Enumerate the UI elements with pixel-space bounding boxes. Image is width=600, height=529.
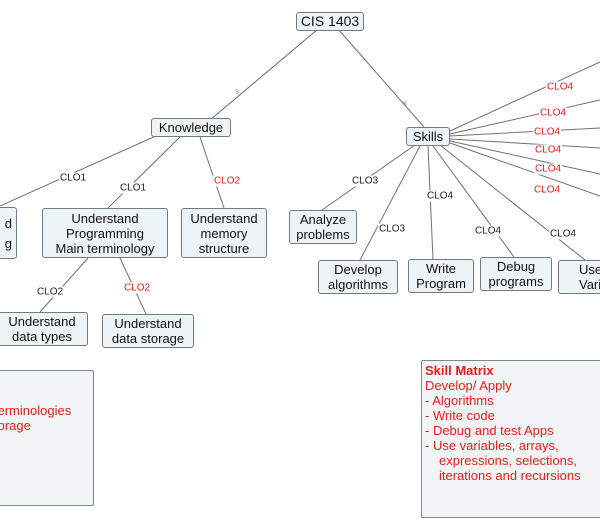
skill-matrix-line-1: Develop/ Apply	[425, 378, 512, 393]
node-terminology-line-1: Understand	[71, 210, 139, 226]
skill-matrix-line-6: expressions, selections,	[439, 453, 578, 468]
link-label-right-4: CLO4	[533, 144, 563, 156]
knowledge-panel-line-1: Terminologies	[0, 403, 72, 418]
edge-skills-right-4	[449, 138, 600, 149]
node-knowledge-label: Knowledge	[158, 120, 224, 135]
node-terminology-line-3: Main terminology	[55, 240, 155, 256]
node-understand-data-storage[interactable]: Understand data storage	[102, 314, 194, 348]
node-debug-programs[interactable]: Debug programs	[480, 257, 552, 291]
node-skills-label: Skills	[412, 129, 444, 144]
edge-skills-use	[439, 144, 586, 261]
skill-matrix-line-5: - Use variables, arrays,	[425, 438, 559, 453]
knowledge-panel-line-2: torage	[0, 418, 31, 433]
node-skills[interactable]: Skills	[406, 127, 450, 146]
node-understand-terminology[interactable]: Understand Programming Main terminology	[42, 208, 168, 258]
edge-mark-root-skills: s	[403, 100, 407, 108]
link-label-knowledge-left: CLO1	[58, 172, 88, 184]
link-label-analyze: CLO3	[350, 175, 380, 187]
skill-matrix-title: Skill Matrix	[425, 363, 494, 378]
edge-knowledge-terminology	[107, 136, 181, 209]
node-analyze-problems[interactable]: Analyze problems	[289, 210, 357, 244]
node-root-label: CIS 1403	[300, 13, 360, 29]
link-label-right-6: CLO4	[532, 184, 562, 196]
node-develop-line-2: algorithms	[328, 277, 388, 292]
node-memory-line-3: structure	[198, 240, 250, 256]
node-develop-line-1: Develop	[334, 262, 382, 277]
node-data-storage-line-2: data storage	[111, 331, 185, 346]
edge-terminology-types	[39, 257, 89, 313]
node-debug-line-2: programs	[488, 274, 544, 289]
node-use-line-1: Use	[579, 262, 600, 277]
link-label-right-3: CLO4	[532, 126, 562, 138]
node-use-variables[interactable]: Use Variab	[558, 260, 600, 294]
node-analyze-line-1: Analyze	[299, 212, 347, 227]
link-label-right-2: CLO4	[538, 107, 568, 119]
node-data-types-line-1: Understand	[8, 314, 76, 329]
link-label-write: CLO4	[425, 190, 455, 202]
node-knowledge[interactable]: Knowledge	[151, 118, 231, 137]
node-knowledge-left-line-1: d	[4, 215, 12, 231]
edge-skills-right-2	[449, 99, 600, 135]
edge-skills-write	[427, 145, 434, 260]
node-use-line-2: Variab	[579, 277, 600, 292]
node-knowledge-left-line-2: g	[4, 235, 12, 251]
link-label-knowledge-terminology: CLO1	[118, 182, 148, 194]
skill-matrix-panel[interactable]: Skill Matrix Develop/ Apply - Algorithms…	[421, 360, 600, 518]
link-label-debug: CLO4	[473, 225, 503, 237]
skill-matrix-line-2: - Algorithms	[425, 393, 494, 408]
node-memory-line-1: Understand	[190, 210, 258, 226]
edge-knowledge-memory	[199, 136, 225, 209]
node-memory-line-2: memory	[200, 225, 248, 241]
link-label-develop: CLO3	[377, 223, 407, 235]
node-knowledge-left[interactable]: d g	[0, 207, 17, 259]
node-write-line-1: Write	[425, 261, 457, 276]
node-understand-memory[interactable]: Understand memory structure	[181, 208, 267, 258]
node-write-program[interactable]: Write Program	[408, 259, 474, 293]
link-label-data-types: CLO2	[35, 286, 65, 298]
link-label-knowledge-memory: CLO2	[212, 175, 242, 187]
edge-skills-debug	[432, 145, 515, 258]
node-data-types-line-2: data types	[12, 329, 72, 344]
link-label-use: CLO4	[548, 228, 578, 240]
edge-skills-right-5	[449, 140, 600, 175]
edge-skills-right-6	[449, 142, 600, 197]
knowledge-panel-line-3: y	[0, 433, 93, 448]
node-data-storage-line-1: Understand	[114, 316, 182, 331]
node-understand-data-types[interactable]: Understand data types	[0, 312, 88, 346]
skill-matrix-line-7: iterations and recursions	[439, 468, 581, 483]
link-label-right-1: CLO4	[545, 81, 575, 93]
node-analyze-line-2: problems	[296, 227, 350, 242]
node-terminology-line-2: Programming	[65, 225, 145, 241]
node-root[interactable]: CIS 1403	[296, 12, 364, 31]
edge-skills-right-1	[449, 61, 600, 132]
edge-skills-right-3	[449, 127, 600, 137]
edge-root-skills	[337, 28, 425, 128]
node-write-line-2: Program	[416, 276, 466, 291]
skill-matrix-line-3: - Write code	[425, 408, 495, 423]
edge-root-knowledge	[209, 28, 319, 121]
edge-knowledge-left	[0, 134, 159, 207]
edge-skills-develop	[359, 145, 421, 261]
knowledge-matrix-panel[interactable]: Terminologies torage y	[0, 370, 94, 506]
skill-matrix-line-4: - Debug and test Apps	[425, 423, 554, 438]
node-develop-algorithms[interactable]: Develop algorithms	[318, 260, 398, 294]
link-label-right-5: CLO4	[533, 163, 563, 175]
edge-mark-root-knowledge: s	[235, 88, 239, 96]
node-debug-line-1: Debug	[496, 259, 536, 274]
link-label-data-storage: CLO2	[122, 282, 152, 294]
